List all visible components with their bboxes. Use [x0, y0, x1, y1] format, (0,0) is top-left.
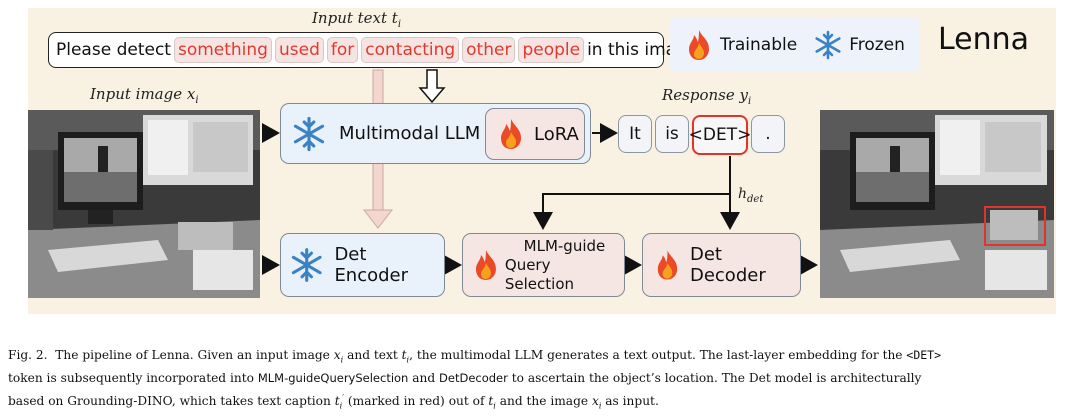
- sentence-text: Please detect: [56, 40, 171, 60]
- det-to-mlm-guide-arrow: [533, 193, 730, 230]
- highlighted-word: used: [274, 37, 324, 63]
- legend-frozen-label: Frozen: [849, 35, 905, 55]
- highlighted-word: other: [462, 37, 516, 63]
- legend: Trainable Frozen: [670, 18, 920, 72]
- det-token: <DET>: [689, 115, 751, 155]
- highlighted-word: something: [173, 37, 272, 63]
- brand-title: Lenna: [938, 22, 1030, 57]
- mlm-guide-text: MLM-guide Query Selection: [505, 237, 624, 294]
- legend-trainable-label: Trainable: [720, 35, 798, 55]
- snowflake-icon: [291, 248, 322, 282]
- caption-line-1: Fig. 2. The pipeline of Lenna. Given an …: [8, 348, 942, 365]
- flame-icon: [689, 30, 709, 60]
- caption-line-2: token is subsequently incorporated into …: [8, 371, 922, 386]
- lora-label: LoRA: [534, 123, 579, 145]
- mlm-guide-label-line2: Query Selection: [504, 255, 575, 293]
- input-image-label: Input image xi: [90, 85, 199, 106]
- det-decoder-label: Det Decoder: [689, 244, 766, 286]
- det-encoder-node: Det Encoder: [280, 233, 445, 297]
- flame-icon: [475, 250, 496, 280]
- figure-caption: Fig. 2. The pipeline of Lenna. Given an …: [8, 346, 1072, 416]
- input-text-label: Input text ti: [312, 9, 402, 30]
- mlm-guide-node: MLM-guide Query Selection: [462, 233, 625, 297]
- input-image: [28, 110, 260, 298]
- snowflake-icon: [815, 30, 841, 60]
- response-label: Response yi: [662, 86, 752, 107]
- response-token: .: [751, 115, 785, 153]
- h-det-label: hdet: [738, 186, 764, 205]
- highlighted-word: for: [326, 37, 359, 63]
- det-decoder-node: Det Decoder: [642, 233, 801, 297]
- highlighted-word: contacting: [361, 37, 460, 63]
- text-to-mllm-arrow: [418, 69, 446, 104]
- mllm-label: Multimodal LLM: [339, 123, 481, 144]
- lora-node: LoRA: [485, 108, 585, 160]
- flame-icon: [501, 119, 521, 149]
- mlm-guide-label-line1: MLM-guide: [523, 236, 606, 255]
- snowflake-icon: [293, 116, 325, 151]
- det-token-code: <DET>: [906, 348, 942, 362]
- output-image: [820, 110, 1054, 298]
- detection-box: [984, 206, 1046, 246]
- highlighted-word: people: [518, 37, 585, 63]
- det-encoder-label: Det Encoder: [334, 244, 409, 286]
- flame-icon: [657, 250, 678, 280]
- caption-prefix: Fig. 2.: [8, 348, 48, 362]
- response-token: is: [655, 115, 689, 153]
- response-token: It: [618, 115, 652, 153]
- caption-line-3: based on Grounding-DINO, which takes tex…: [8, 393, 659, 411]
